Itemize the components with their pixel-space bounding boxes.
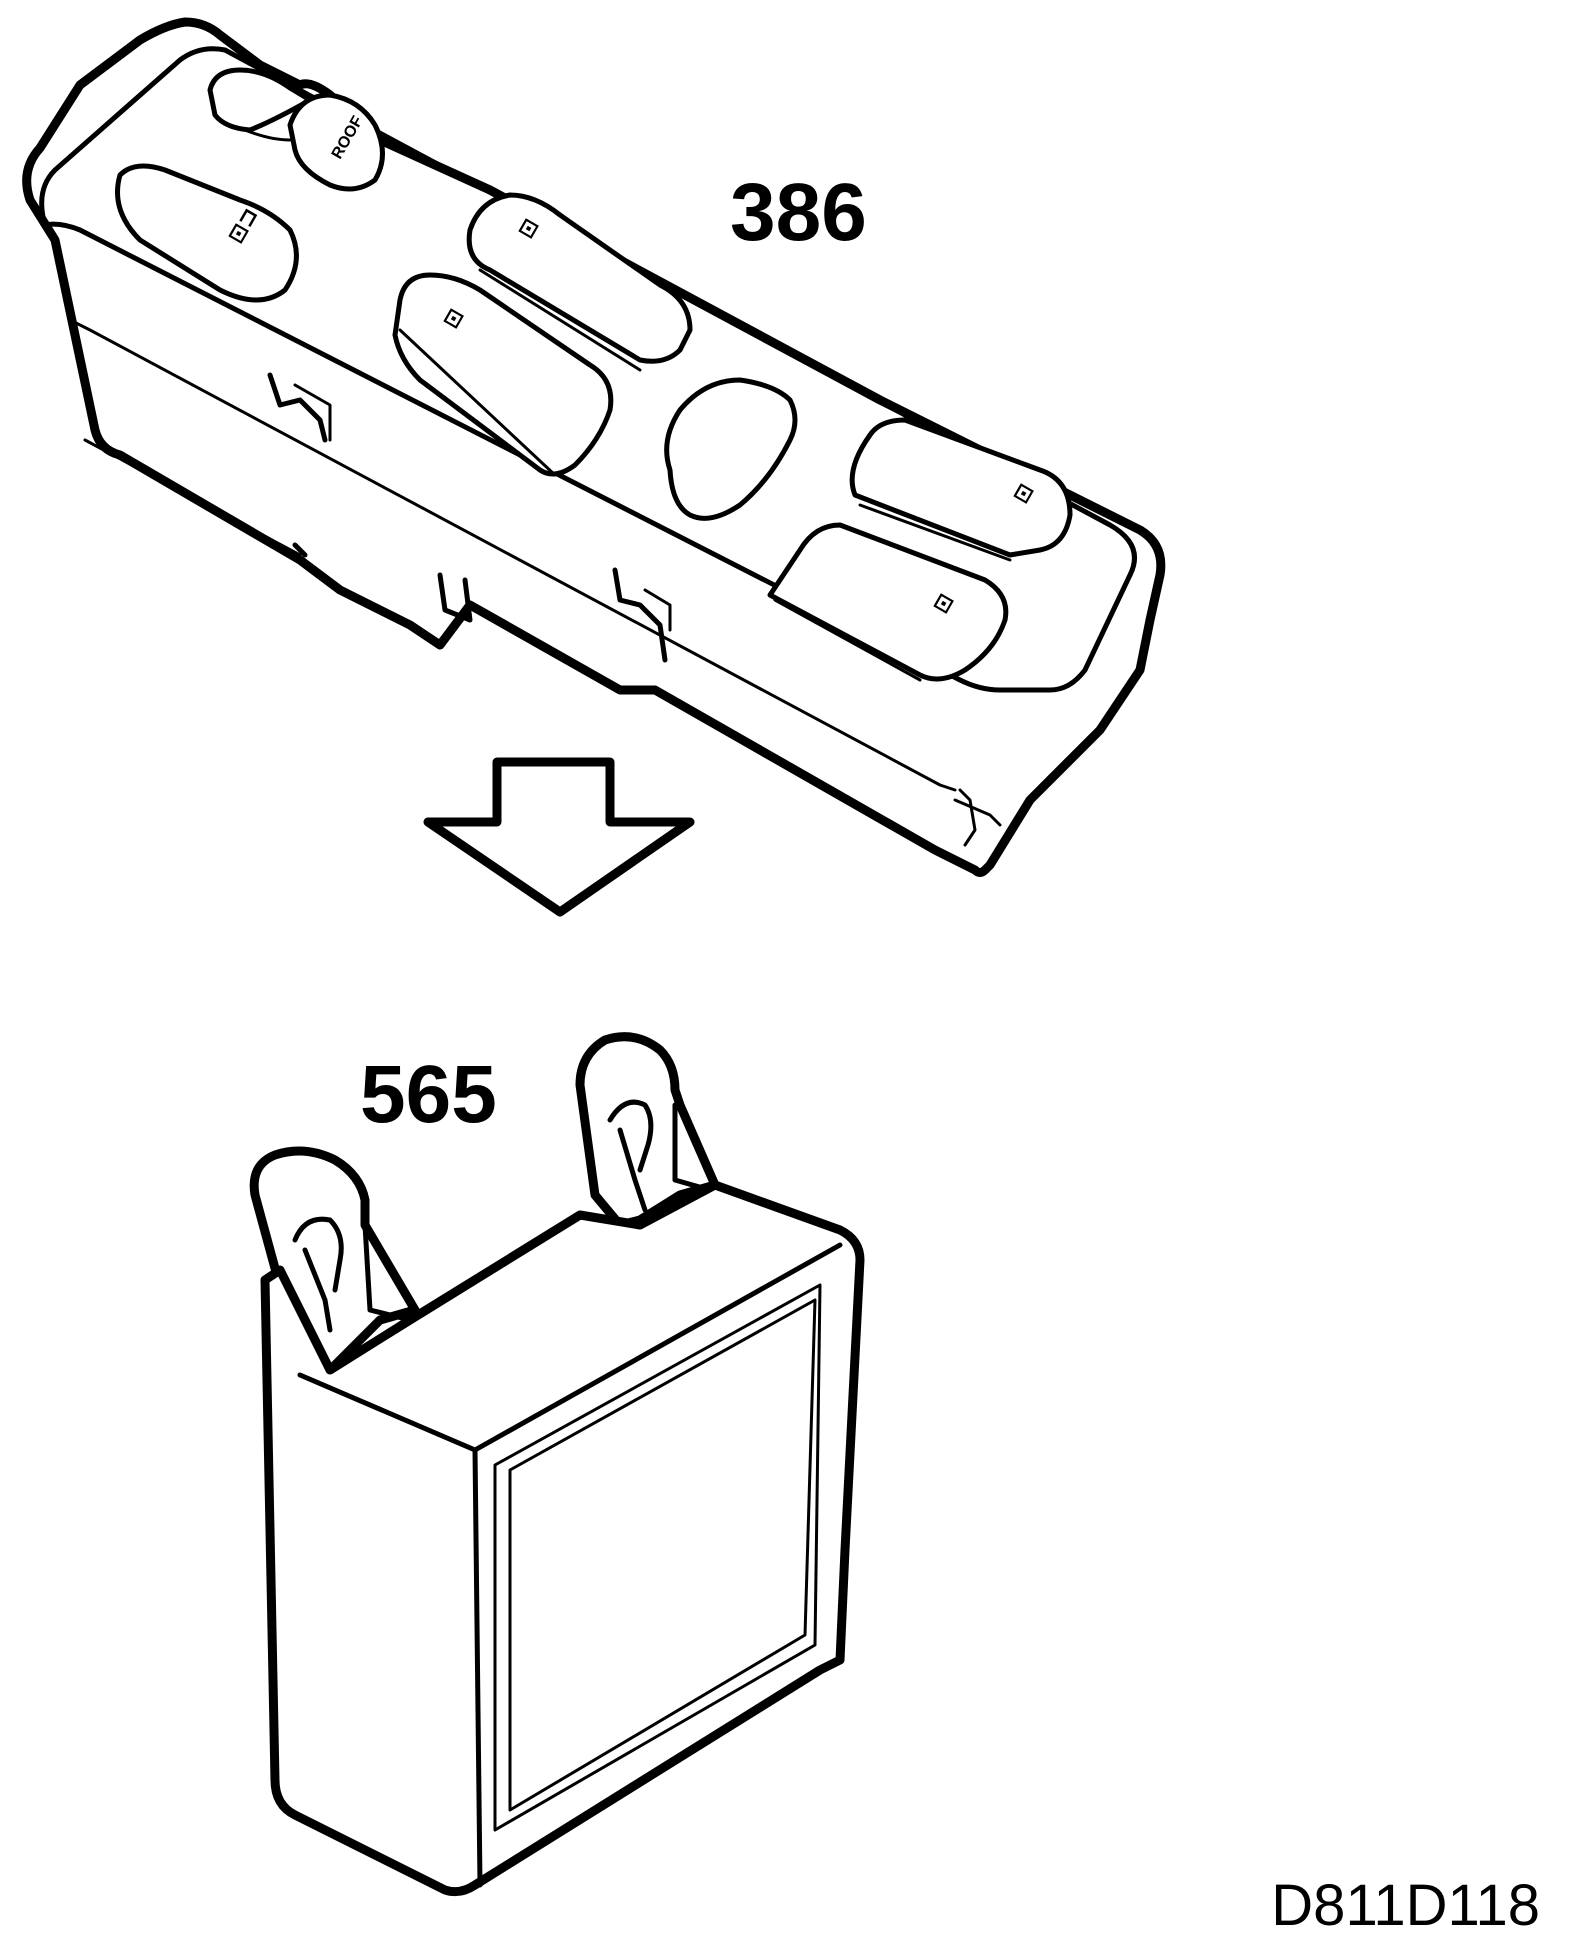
centre-oval-button (664, 377, 798, 521)
roof-buttons: ROOF (207, 67, 385, 192)
switch-side-line (68, 318, 957, 792)
housing-clip-right (612, 567, 668, 663)
housing-clip-center (437, 572, 473, 623)
drawing-code: D811D118 (1271, 1873, 1540, 1938)
part-number-386: 386 (730, 167, 867, 258)
relay-tab-right (575, 1032, 720, 1230)
relay-565 (249, 1032, 865, 1897)
relay-label-panel (508, 1298, 817, 1812)
switch-housing-outline (22, 17, 1166, 877)
replace-arrow-icon (423, 757, 695, 917)
switch-top-rim (39, 46, 1137, 693)
mirror-button: ⊡⊐ (115, 163, 299, 303)
window-switch-panel-386: ⊡⊐ ROOF ⊡ ⊡ ⊡ ⊡ (22, 17, 1166, 877)
relay-body (260, 1180, 865, 1897)
part-number-565: 565 (360, 1049, 497, 1140)
rear-window-buttons: ⊡ ⊡ (767, 417, 1073, 682)
front-window-buttons: ⊡ ⊡ (392, 192, 693, 477)
housing-clip-left (267, 372, 328, 443)
